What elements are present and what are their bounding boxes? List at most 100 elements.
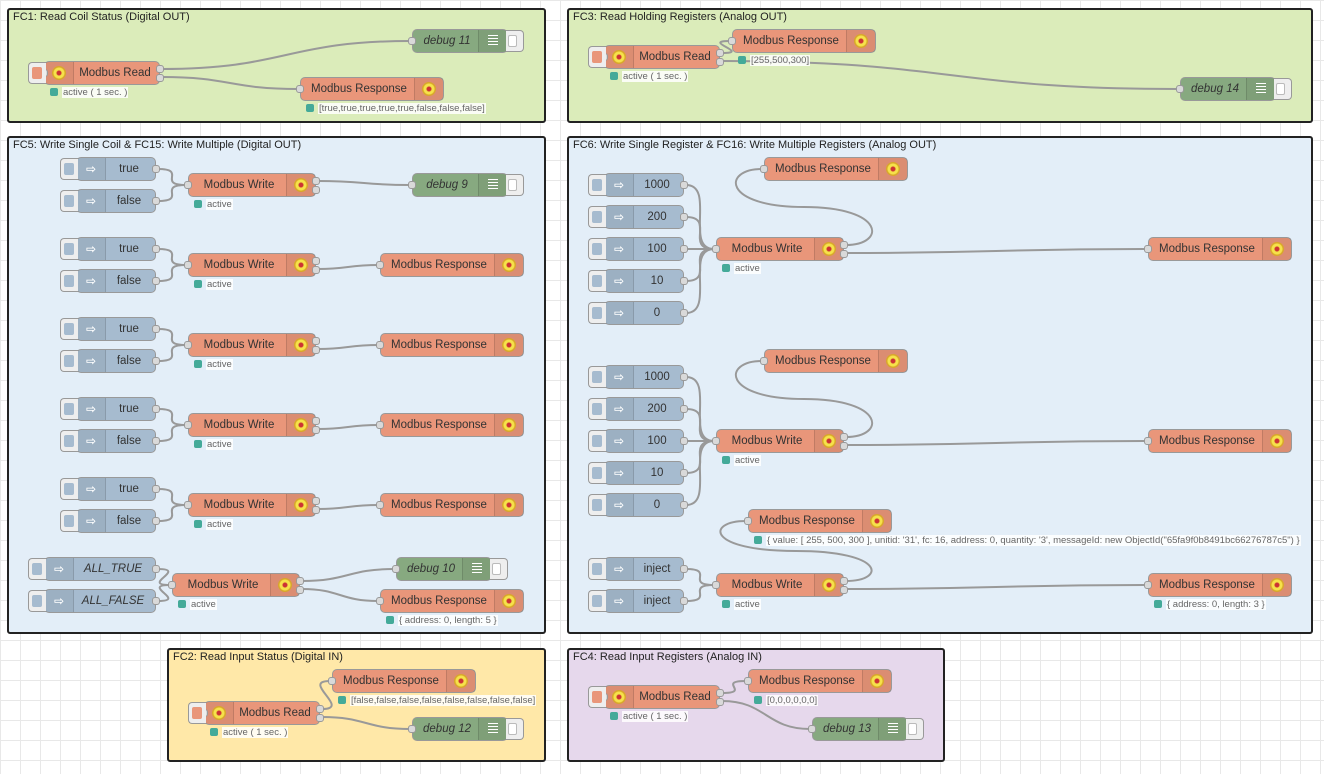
output-port[interactable]	[152, 165, 160, 173]
output-port[interactable]	[680, 213, 688, 221]
output-port[interactable]	[680, 437, 688, 445]
output-port[interactable]	[680, 597, 688, 605]
inject-node[interactable]: ⇨ALL_TRUE	[28, 557, 160, 581]
output-port[interactable]	[680, 501, 688, 509]
input-port[interactable]	[760, 357, 768, 365]
modbus-response-node[interactable]: Modbus Response	[760, 157, 908, 181]
inject-node[interactable]: ⇨0	[588, 493, 688, 517]
output-port[interactable]	[680, 245, 688, 253]
output-port[interactable]	[680, 309, 688, 317]
modbus-write-node[interactable]: Modbus Write	[184, 413, 320, 437]
input-port[interactable]	[376, 501, 384, 509]
modbus-write-node[interactable]: Modbus Write	[712, 237, 848, 261]
debug-toggle-button[interactable]	[506, 30, 524, 52]
inject-trigger-button[interactable]	[588, 366, 606, 388]
inject-trigger-button[interactable]	[588, 174, 606, 196]
output-port[interactable]	[156, 65, 164, 73]
input-port[interactable]	[712, 581, 720, 589]
inject-node[interactable]: ⇨100	[588, 237, 688, 261]
modbus-response-node[interactable]: Modbus Response	[744, 509, 892, 533]
output-port[interactable]	[312, 257, 320, 265]
input-port[interactable]	[728, 37, 736, 45]
modbus-write-node[interactable]: Modbus Write	[184, 493, 320, 517]
modbus-write-node[interactable]: Modbus Write	[168, 573, 304, 597]
inject-trigger-button[interactable]	[60, 398, 78, 420]
inject-trigger-button[interactable]	[60, 158, 78, 180]
input-port[interactable]	[712, 245, 720, 253]
input-port[interactable]	[184, 421, 192, 429]
output-port[interactable]	[296, 586, 304, 594]
input-port[interactable]	[1144, 245, 1152, 253]
input-port[interactable]	[408, 725, 416, 733]
output-port[interactable]	[312, 506, 320, 514]
output-port[interactable]	[152, 485, 160, 493]
input-port[interactable]	[328, 677, 336, 685]
output-port[interactable]	[840, 433, 848, 441]
input-port[interactable]	[744, 517, 752, 525]
output-port[interactable]	[840, 442, 848, 450]
debug-node[interactable]: debug 10	[392, 557, 508, 581]
output-port[interactable]	[152, 405, 160, 413]
output-port[interactable]	[152, 197, 160, 205]
output-port[interactable]	[316, 714, 324, 722]
inject-trigger-button[interactable]	[588, 302, 606, 324]
modbus-write-node[interactable]: Modbus Write	[184, 173, 320, 197]
modbus-read-node[interactable]: Modbus Read	[28, 61, 164, 85]
inject-trigger-button[interactable]	[28, 590, 46, 612]
output-port[interactable]	[840, 577, 848, 585]
inject-trigger-button[interactable]	[588, 270, 606, 292]
inject-trigger-button[interactable]	[60, 238, 78, 260]
modbus-write-node[interactable]: Modbus Write	[712, 573, 848, 597]
read-trigger-button[interactable]	[588, 46, 606, 68]
input-port[interactable]	[712, 437, 720, 445]
modbus-response-node[interactable]: Modbus Response	[376, 333, 524, 357]
inject-node[interactable]: ⇨100	[588, 429, 688, 453]
inject-node[interactable]: ⇨true	[60, 157, 160, 181]
inject-node[interactable]: ⇨10	[588, 461, 688, 485]
input-port[interactable]	[408, 181, 416, 189]
output-port[interactable]	[312, 186, 320, 194]
output-port[interactable]	[312, 346, 320, 354]
modbus-response-node[interactable]: Modbus Response	[744, 669, 892, 693]
inject-trigger-button[interactable]	[588, 462, 606, 484]
output-port[interactable]	[316, 705, 324, 713]
input-port[interactable]	[760, 165, 768, 173]
output-port[interactable]	[152, 597, 160, 605]
inject-node[interactable]: ⇨0	[588, 301, 688, 325]
inject-trigger-button[interactable]	[60, 510, 78, 532]
inject-trigger-button[interactable]	[588, 398, 606, 420]
inject-trigger-button[interactable]	[60, 430, 78, 452]
input-port[interactable]	[184, 501, 192, 509]
modbus-response-node[interactable]: Modbus Response	[760, 349, 908, 373]
inject-node[interactable]: ⇨false	[60, 189, 160, 213]
inject-node[interactable]: ⇨false	[60, 429, 160, 453]
debug-node[interactable]: debug 14	[1176, 77, 1292, 101]
input-port[interactable]	[392, 565, 400, 573]
inject-trigger-button[interactable]	[60, 350, 78, 372]
inject-node[interactable]: ⇨inject	[588, 557, 688, 581]
inject-trigger-button[interactable]	[588, 558, 606, 580]
modbus-write-node[interactable]: Modbus Write	[184, 333, 320, 357]
output-port[interactable]	[152, 437, 160, 445]
inject-trigger-button[interactable]	[60, 478, 78, 500]
inject-node[interactable]: ⇨true	[60, 397, 160, 421]
output-port[interactable]	[296, 577, 304, 585]
output-port[interactable]	[680, 277, 688, 285]
inject-trigger-button[interactable]	[28, 558, 46, 580]
input-port[interactable]	[376, 421, 384, 429]
inject-node[interactable]: ⇨true	[60, 317, 160, 341]
modbus-write-node[interactable]: Modbus Write	[712, 429, 848, 453]
debug-node[interactable]: debug 9	[408, 173, 524, 197]
input-port[interactable]	[376, 341, 384, 349]
inject-trigger-button[interactable]	[60, 318, 78, 340]
input-port[interactable]	[1144, 437, 1152, 445]
output-port[interactable]	[152, 565, 160, 573]
output-port[interactable]	[716, 698, 724, 706]
inject-node[interactable]: ⇨false	[60, 509, 160, 533]
modbus-response-node[interactable]: Modbus Response	[328, 669, 476, 693]
inject-node[interactable]: ⇨ALL_FALSE	[28, 589, 160, 613]
modbus-response-node[interactable]: Modbus Response	[1144, 429, 1292, 453]
input-port[interactable]	[296, 85, 304, 93]
output-port[interactable]	[312, 426, 320, 434]
input-port[interactable]	[168, 581, 176, 589]
